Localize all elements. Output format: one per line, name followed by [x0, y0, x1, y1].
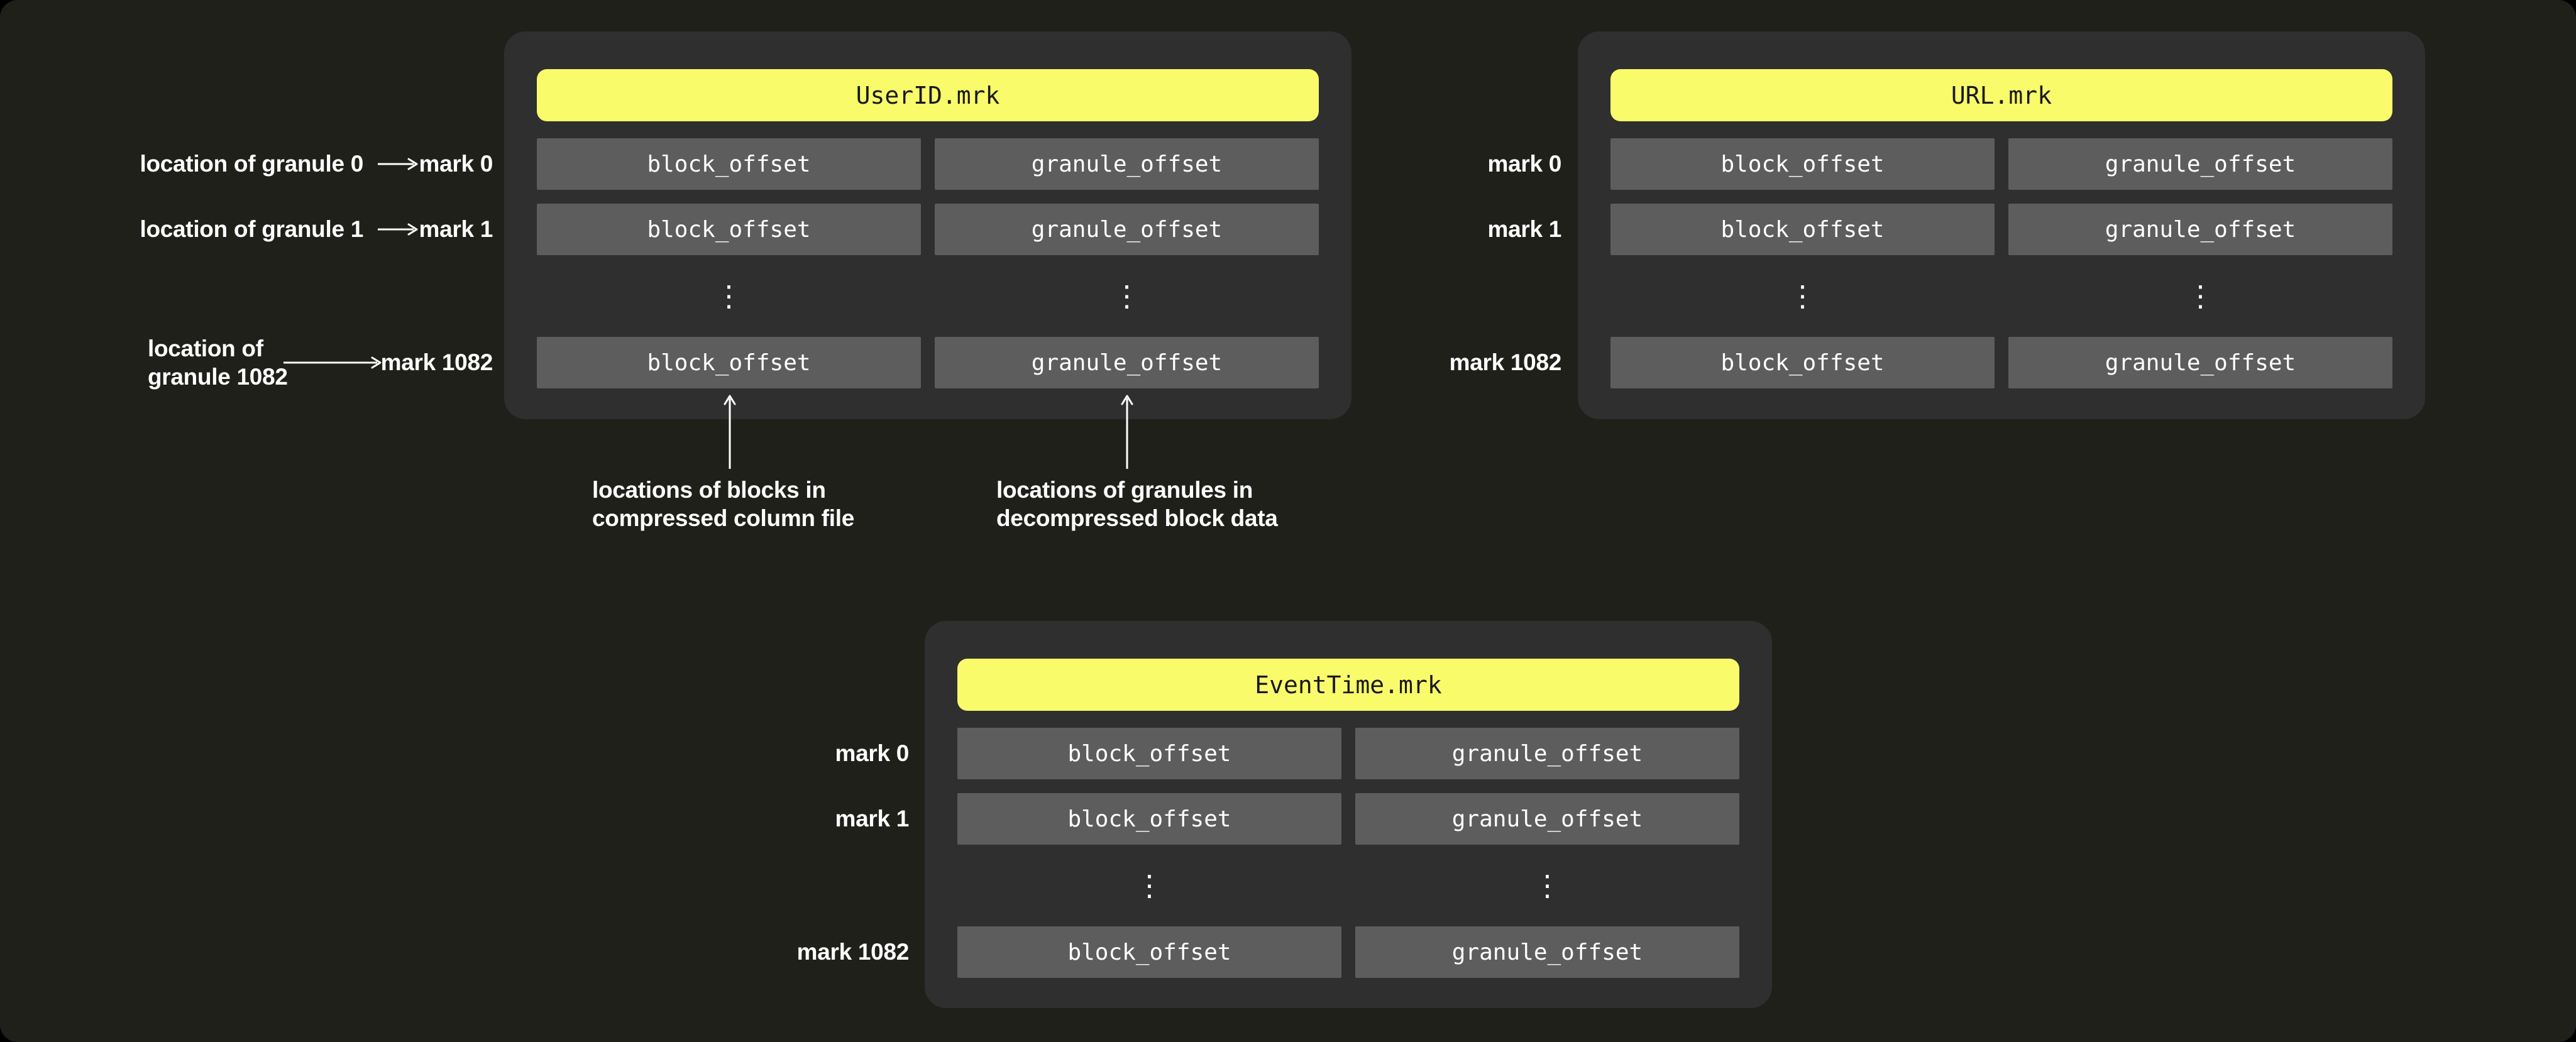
location-of-granule-0-label: location of granule 0	[140, 151, 363, 177]
granule-offset-cell: granule_offset	[2008, 337, 2392, 388]
eventtime-mrk-panel: EventTime.mrk block_offset granule_offse…	[925, 621, 1772, 1008]
userid-mark-1-label: mark 1	[419, 216, 493, 242]
note-line: compressed column file	[592, 505, 854, 531]
ellipsis-row: ⋮ ⋮	[537, 255, 1319, 337]
url-mark-1082-label: mark 1082	[1449, 349, 1562, 375]
vertical-ellipsis: ⋮	[1533, 869, 1562, 902]
eventtime-mark-1-label: mark 1	[835, 806, 909, 831]
label-line: granule 1082	[148, 364, 288, 390]
block-offset-cell: block_offset	[537, 337, 921, 388]
arrow-right-icon	[377, 221, 419, 238]
note-line: decompressed block data	[996, 505, 1278, 531]
block-offset-cell: block_offset	[1610, 204, 1995, 255]
userid-mrk-title: UserID.mrk	[537, 69, 1319, 121]
table-row: block_offset granule_offset	[1610, 138, 2392, 190]
eventtime-mark-0-label: mark 0	[835, 740, 909, 766]
granule-offset-cell: granule_offset	[935, 138, 1319, 190]
table-row: block_offset granule_offset	[537, 138, 1319, 190]
ellipsis-row: ⋮ ⋮	[957, 845, 1739, 926]
table-row: block_offset granule_offset	[537, 204, 1319, 255]
block-offset-cell: block_offset	[1610, 337, 1995, 388]
table-row: block_offset granule_offset	[957, 926, 1739, 978]
block-offset-cell: block_offset	[957, 926, 1341, 978]
url-mrk-title: URL.mrk	[1610, 69, 2392, 121]
label-line: location of	[148, 336, 263, 361]
note-line: locations of blocks in	[592, 477, 826, 503]
arrow-right-icon	[377, 155, 419, 173]
userid-mark-1082-label: mark 1082	[380, 349, 493, 375]
block-offset-cell: block_offset	[1610, 138, 1995, 190]
vertical-ellipsis: ⋮	[1112, 279, 1142, 313]
eventtime-mark-1082-label: mark 1082	[796, 939, 910, 965]
url-mrk-panel: URL.mrk block_offset granule_offset bloc…	[1578, 31, 2425, 419]
block-offset-cell: block_offset	[537, 204, 921, 255]
url-mark-0-label: mark 0	[1487, 151, 1561, 177]
arrow-up-icon	[1118, 393, 1136, 470]
vertical-ellipsis: ⋮	[2186, 279, 2215, 313]
granule-offset-cell: granule_offset	[935, 204, 1319, 255]
granule-offset-cell: granule_offset	[2008, 138, 2392, 190]
userid-mrk-panel: UserID.mrk block_offset granule_offset b…	[504, 31, 1351, 419]
block-offset-cell: block_offset	[957, 793, 1341, 845]
block-offset-cell: block_offset	[537, 138, 921, 190]
table-row: block_offset granule_offset	[957, 728, 1739, 779]
table-row: block_offset granule_offset	[1610, 204, 2392, 255]
granule-offset-cell: granule_offset	[935, 337, 1319, 388]
arrow-up-icon	[721, 393, 739, 470]
vertical-ellipsis: ⋮	[714, 279, 744, 313]
table-row: block_offset granule_offset	[957, 793, 1739, 845]
ellipsis-row: ⋮ ⋮	[1610, 255, 2392, 337]
blocks-location-note: locations of blocks in compressed column…	[592, 476, 854, 532]
note-line: locations of granules in	[996, 477, 1253, 503]
granule-offset-cell: granule_offset	[1355, 926, 1739, 978]
vertical-ellipsis: ⋮	[1135, 869, 1164, 902]
vertical-ellipsis: ⋮	[1788, 279, 1817, 313]
userid-mark-0-label: mark 0	[419, 151, 493, 177]
url-mark-1-label: mark 1	[1487, 216, 1561, 242]
eventtime-mrk-title: EventTime.mrk	[957, 659, 1739, 711]
granule-offset-cell: granule_offset	[2008, 204, 2392, 255]
location-of-granule-1082-label: location of granule 1082	[148, 334, 288, 391]
location-of-granule-1-label: location of granule 1	[140, 216, 363, 242]
granules-location-note: locations of granules in decompressed bl…	[996, 476, 1278, 532]
table-row: block_offset granule_offset	[1610, 337, 2392, 388]
block-offset-cell: block_offset	[957, 728, 1341, 779]
table-row: block_offset granule_offset	[537, 337, 1319, 388]
granule-offset-cell: granule_offset	[1355, 793, 1739, 845]
granule-offset-cell: granule_offset	[1355, 728, 1739, 779]
arrow-right-icon	[283, 354, 382, 371]
